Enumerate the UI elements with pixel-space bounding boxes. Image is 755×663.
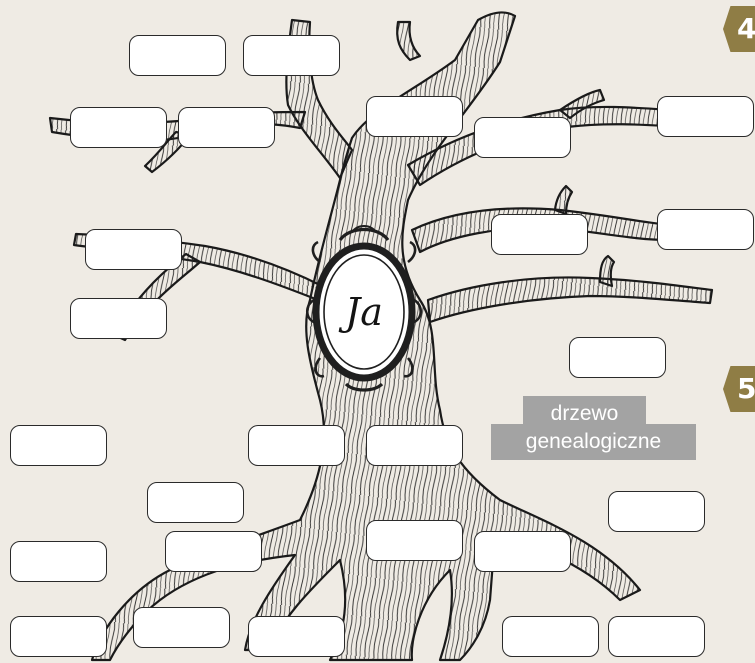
- name-box[interactable]: [608, 616, 705, 657]
- name-box[interactable]: [569, 337, 666, 378]
- name-box[interactable]: [129, 35, 226, 76]
- name-box[interactable]: [165, 531, 262, 572]
- center-label-ja: Ja: [326, 262, 402, 362]
- title-chip-genealogiczne: genealogiczne: [491, 424, 696, 460]
- name-box[interactable]: [366, 96, 463, 137]
- name-box[interactable]: [70, 298, 167, 339]
- name-box[interactable]: [70, 107, 167, 148]
- name-box[interactable]: [366, 425, 463, 466]
- name-box[interactable]: [608, 491, 705, 532]
- name-box[interactable]: [147, 482, 244, 523]
- name-box[interactable]: [657, 96, 754, 137]
- name-box[interactable]: [10, 616, 107, 657]
- name-box[interactable]: [248, 425, 345, 466]
- name-box[interactable]: [243, 35, 340, 76]
- name-box[interactable]: [474, 531, 571, 572]
- name-box[interactable]: [248, 616, 345, 657]
- name-box[interactable]: [10, 541, 107, 582]
- name-box[interactable]: [85, 229, 182, 270]
- name-box[interactable]: [657, 209, 754, 250]
- name-box[interactable]: [178, 107, 275, 148]
- name-box[interactable]: [133, 607, 230, 648]
- name-box[interactable]: [474, 117, 571, 158]
- name-box[interactable]: [502, 616, 599, 657]
- name-box[interactable]: [491, 214, 588, 255]
- name-box[interactable]: [10, 425, 107, 466]
- name-box[interactable]: [366, 520, 463, 561]
